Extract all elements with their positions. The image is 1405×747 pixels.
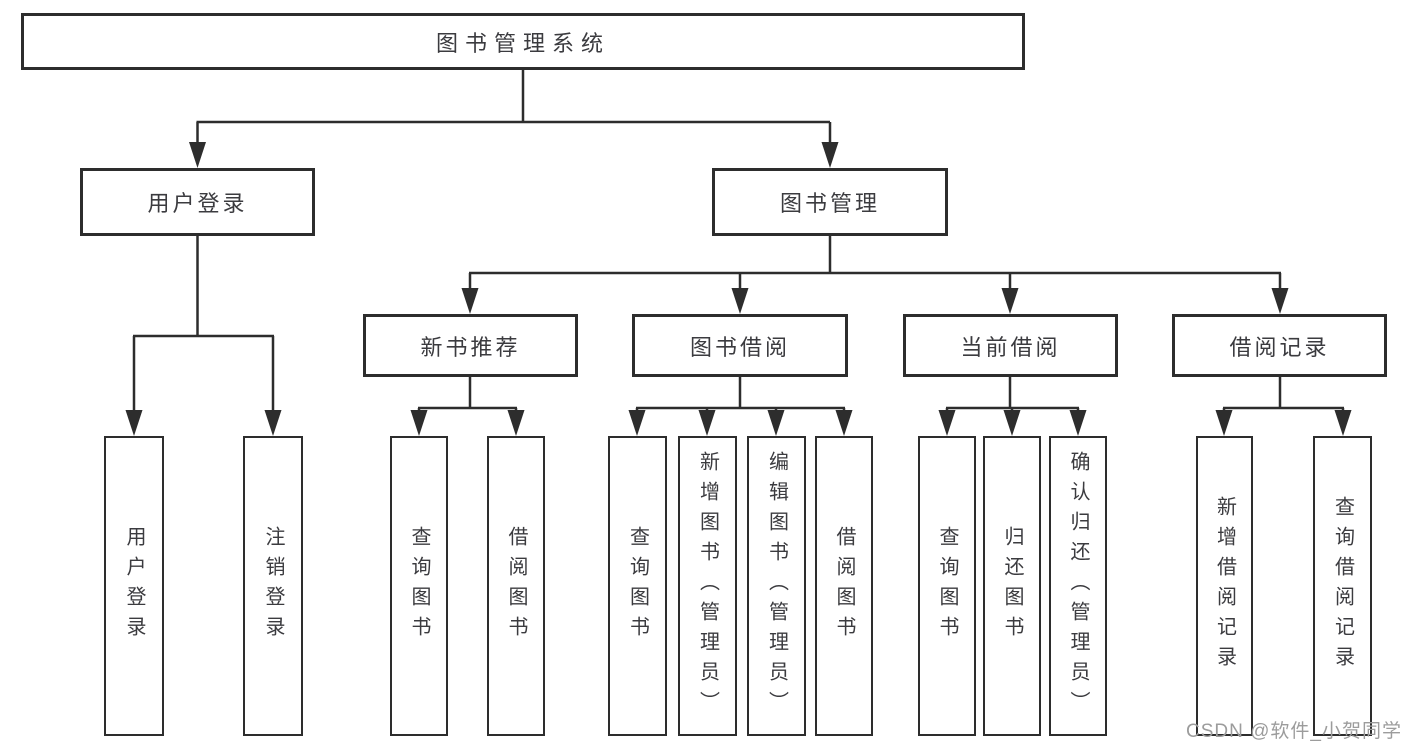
watermark: CSDN @软件_小贺同学 xyxy=(1186,721,1402,742)
arrow-down-icon xyxy=(821,142,839,168)
node-label: 编辑图书（管理员） xyxy=(765,451,788,721)
node-current-borrowing: 当前借阅 xyxy=(903,314,1118,377)
arrow-down-icon xyxy=(938,410,956,436)
leaf-user-login: 用户登录 xyxy=(104,436,164,736)
node-label: 图书管理 xyxy=(779,191,880,216)
leaf-add-books-admin: 新增图书（管理员） xyxy=(678,436,737,736)
arrowhead-icons xyxy=(125,142,1352,436)
arrow-down-icon xyxy=(189,142,206,168)
node-label: 借阅图书 xyxy=(505,526,527,646)
arrow-down-icon xyxy=(1334,410,1352,436)
node-label: 查询图书 xyxy=(408,526,430,646)
leaf-borrow-books-recommendation: 借阅图书 xyxy=(487,436,545,736)
node-book-management: 图书管理 xyxy=(712,168,948,236)
node-label: 用户登录 xyxy=(123,526,145,646)
node-label: 图书管理系统 xyxy=(435,30,610,56)
arrow-down-icon xyxy=(410,410,428,436)
node-user-login: 用户登录 xyxy=(80,168,315,236)
node-label: 注销登录 xyxy=(262,526,284,646)
arrow-down-icon xyxy=(264,410,282,436)
node-label: 查询借阅记录 xyxy=(1331,496,1354,676)
arrow-down-icon xyxy=(461,288,479,314)
node-label: 归还图书 xyxy=(1001,526,1023,646)
node-label: 新增借阅记录 xyxy=(1213,496,1236,676)
arrow-down-icon xyxy=(698,410,716,436)
arrow-down-icon xyxy=(1271,288,1289,314)
node-book-management-system: 图书管理系统 xyxy=(21,13,1025,70)
arrow-down-icon xyxy=(1069,410,1087,436)
node-new-book-recommendation: 新书推荐 xyxy=(363,314,578,377)
leaf-return-books: 归还图书 xyxy=(983,436,1041,736)
connector-book-mgmt-split xyxy=(468,236,1282,296)
arrow-down-icon xyxy=(628,410,646,436)
node-borrowing-records: 借阅记录 xyxy=(1172,314,1387,377)
node-label: 新书推荐 xyxy=(420,334,521,360)
connector-borrow-records-split xyxy=(1222,377,1345,418)
node-label: 借阅记录 xyxy=(1229,334,1330,360)
node-label: 用户登录 xyxy=(147,191,248,216)
node-label: 确认归还（管理员） xyxy=(1067,451,1089,721)
arrow-down-icon xyxy=(1215,410,1233,436)
arrow-down-icon xyxy=(507,410,525,436)
leaf-query-books-current: 查询图书 xyxy=(918,436,976,736)
arrow-down-icon xyxy=(731,288,749,314)
node-label: 查询图书 xyxy=(936,526,958,646)
arrow-down-icon xyxy=(835,410,853,436)
node-book-borrowing: 图书借阅 xyxy=(632,314,848,377)
arrow-down-icon xyxy=(125,410,143,436)
leaf-logout: 注销登录 xyxy=(243,436,303,736)
leaf-query-borrow-record: 查询借阅记录 xyxy=(1313,436,1372,736)
arrow-down-icon xyxy=(1003,410,1021,436)
node-label: 借阅图书 xyxy=(833,526,855,646)
connector-book-borrow-split xyxy=(635,377,846,418)
node-label: 当前借阅 xyxy=(960,334,1061,360)
leaf-confirm-return-admin: 确认归还（管理员） xyxy=(1049,436,1107,736)
leaf-edit-books-admin: 编辑图书（管理员） xyxy=(747,436,806,736)
leaf-borrow-books: 借阅图书 xyxy=(815,436,873,736)
node-label: 图书借阅 xyxy=(689,334,790,360)
connector-user-login-split xyxy=(132,236,275,418)
arrow-down-icon xyxy=(767,410,785,436)
connector-root-split xyxy=(196,70,832,150)
leaf-add-borrow-record: 新增借阅记录 xyxy=(1196,436,1253,736)
arrow-down-icon xyxy=(1001,288,1019,314)
leaf-query-books-recommendation: 查询图书 xyxy=(390,436,448,736)
node-label: 新增图书（管理员） xyxy=(696,451,719,721)
connector-new-book-split xyxy=(417,377,518,418)
node-label: 查询图书 xyxy=(626,526,649,646)
leaf-query-books-borrowing: 查询图书 xyxy=(608,436,667,736)
